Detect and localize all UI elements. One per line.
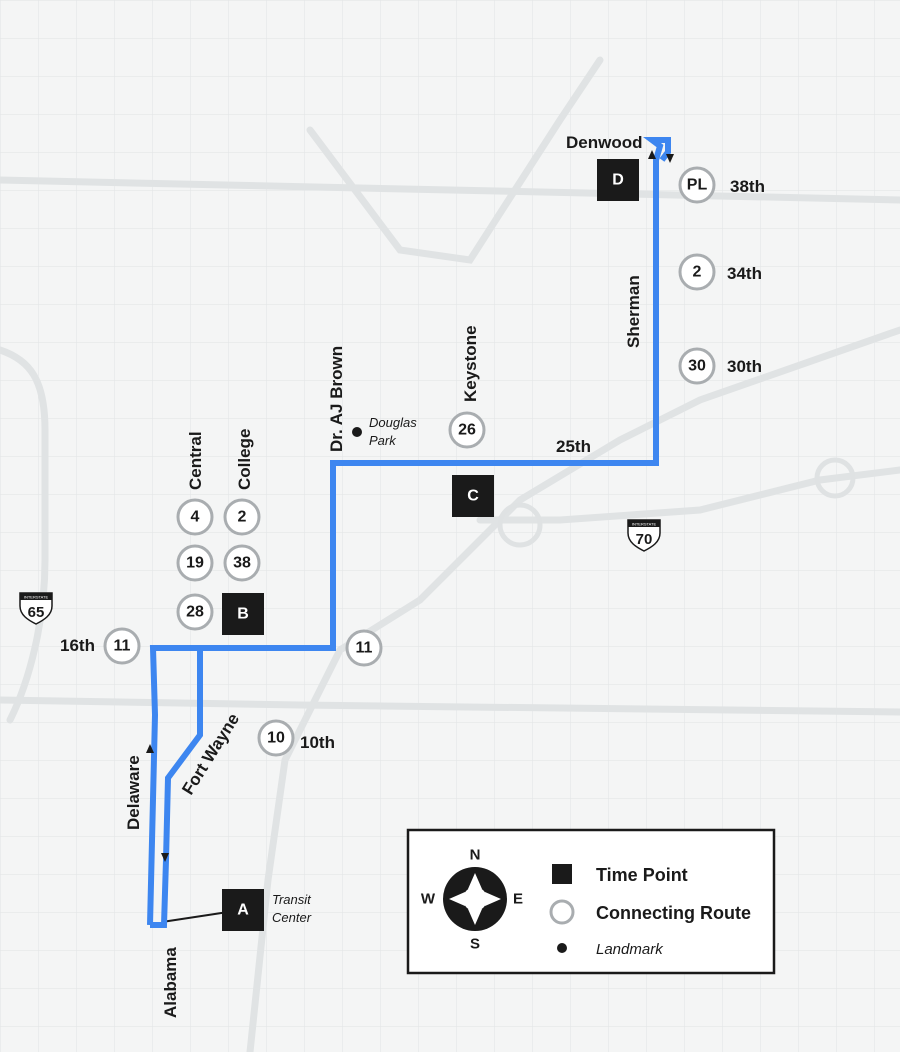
compass-icon xyxy=(443,867,507,931)
interstate-70-top-label: INTERSTATE xyxy=(632,522,657,527)
compass-n-label: N xyxy=(470,847,481,864)
interstate-65-top-label: INTERSTATE xyxy=(24,595,49,600)
time-point-d: D xyxy=(597,159,639,201)
compass-e-label: E xyxy=(513,891,523,908)
connecting-route-4: 4 xyxy=(191,509,200,526)
connecting-route-2-34th: 2 xyxy=(693,264,702,281)
street-label-keystone: Keystone xyxy=(461,325,480,402)
street-label-38th: 38th xyxy=(730,177,765,196)
street-label-25th: 25th xyxy=(556,437,591,456)
connecting-route-30: 30 xyxy=(688,358,706,375)
legend: N S W E Time Point Connecting Route Land… xyxy=(406,828,776,975)
street-label-30th: 30th xyxy=(727,357,762,376)
route-alabama-path xyxy=(150,648,203,928)
connecting-route-38: 38 xyxy=(233,555,251,572)
interstate-65-shield: INTERSTATE 65 xyxy=(19,592,53,625)
landmark-douglas-park-line1: Douglas xyxy=(369,415,417,430)
landmark-dot-douglas-park xyxy=(352,427,362,437)
route-line xyxy=(147,137,671,928)
time-point-b-label: B xyxy=(237,606,249,623)
background-highway-loop xyxy=(497,457,856,548)
transit-center-connector xyxy=(161,911,229,923)
street-label-college: College xyxy=(235,429,254,490)
connecting-route-11-west: 11 xyxy=(114,638,131,655)
time-point-a-label: A xyxy=(237,902,249,919)
landmark-transit-center-line1: Transit xyxy=(272,892,312,907)
street-label-sherman: Sherman xyxy=(624,275,643,348)
street-label-16th: 16th xyxy=(60,636,95,655)
route-main-path xyxy=(147,137,671,926)
street-label-denwood: Denwood xyxy=(566,133,643,152)
legend-time-point-label: Time Point xyxy=(596,865,688,885)
arrow-down-alabama-icon xyxy=(161,853,169,862)
street-label-10th: 10th xyxy=(300,733,335,752)
legend-landmark-icon xyxy=(557,943,567,953)
legend-time-point-icon xyxy=(552,864,572,884)
connecting-route-2-college: 2 xyxy=(238,509,247,526)
connecting-route-pl: PL xyxy=(687,177,708,194)
legend-connecting-route-label: Connecting Route xyxy=(596,903,751,923)
compass-s-label: S xyxy=(470,936,480,953)
legend-landmark-label: Landmark xyxy=(596,941,664,958)
time-point-d-label: D xyxy=(612,172,624,189)
time-point-c-label: C xyxy=(467,488,479,505)
connecting-route-28: 28 xyxy=(186,604,204,621)
landmark-douglas-park-line2: Park xyxy=(369,433,397,448)
connecting-route-19: 19 xyxy=(186,555,204,572)
street-label-alabama: Alabama xyxy=(161,947,180,1018)
time-point-c: C xyxy=(452,475,494,517)
connecting-routes xyxy=(103,166,716,757)
compass-w-label: W xyxy=(421,891,436,908)
arrow-down-denwood-icon xyxy=(666,154,674,163)
interstate-70-shield: INTERSTATE 70 xyxy=(627,519,661,552)
street-label-central: Central xyxy=(186,431,205,490)
connecting-route-26: 26 xyxy=(458,422,476,439)
street-label-dr-aj-brown: Dr. AJ Brown xyxy=(327,346,346,452)
street-label-delaware: Delaware xyxy=(124,755,143,830)
interstate-70-label: 70 xyxy=(636,531,653,548)
arrow-up-delaware-icon xyxy=(146,744,154,753)
street-label-34th: 34th xyxy=(727,264,762,283)
time-point-a: A xyxy=(222,889,264,931)
connecting-route-11-east: 11 xyxy=(356,640,373,657)
interstate-65-label: 65 xyxy=(28,604,45,621)
time-point-b: B xyxy=(222,593,264,635)
background-highways xyxy=(0,56,900,1052)
arrow-up-denwood-icon xyxy=(648,150,656,159)
legend-connecting-route-icon xyxy=(549,899,575,925)
landmark-transit-center-line2: Center xyxy=(272,910,312,925)
connecting-route-10: 10 xyxy=(267,730,285,747)
direction-arrows xyxy=(146,150,674,862)
